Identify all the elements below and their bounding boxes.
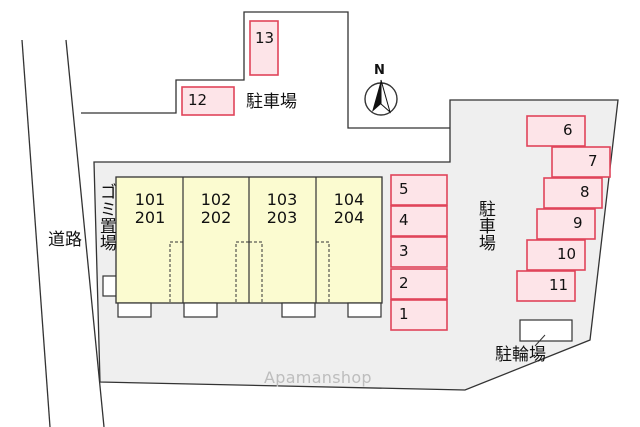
parking-slot-7 <box>551 146 611 178</box>
bicycle-shelter <box>519 319 573 342</box>
parking-slot-number: 6 <box>563 121 573 139</box>
parking-slot-10 <box>526 239 586 271</box>
road-edge-left <box>21 39 51 427</box>
parking-slot-number: 11 <box>549 276 569 294</box>
parking-slot-12 <box>181 86 235 116</box>
parking-label-north: 駐車場 <box>246 92 297 112</box>
garbage-box <box>102 275 118 297</box>
parking-slot-number: 13 <box>255 29 275 47</box>
upper-lot-boundary <box>81 11 450 129</box>
parking-slot-number: 3 <box>399 242 409 260</box>
bicycle-parking-label: 駐輪場 <box>495 345 546 365</box>
parking-slot-6 <box>526 115 586 147</box>
watermark: Apamanshop <box>264 368 372 387</box>
parking-slot-3 <box>390 236 448 268</box>
parking-slot-number: 7 <box>588 152 598 170</box>
parking-slot-number: 5 <box>399 180 409 198</box>
north-arrow-icon <box>364 79 398 116</box>
parking-slot-11 <box>516 270 576 302</box>
parking-slot-number: 2 <box>399 274 409 292</box>
north-label: N <box>374 63 385 78</box>
parking-slot-4 <box>390 205 448 237</box>
road-label: 道路 <box>48 230 82 250</box>
parking-slot-number: 12 <box>188 91 208 109</box>
parking-label-east: 駐車場 <box>474 200 495 251</box>
parking-slot-number: 10 <box>557 245 577 263</box>
parking-slot-13 <box>249 20 279 76</box>
parking-slot-number: 8 <box>580 183 590 201</box>
parking-slot-number: 4 <box>399 211 409 229</box>
parking-slot-1 <box>390 299 448 331</box>
parking-slot-number: 1 <box>399 305 409 323</box>
parking-slot-2 <box>390 268 448 300</box>
garbage-area-label: ゴミ置場 <box>95 183 116 251</box>
road-edge-right <box>65 39 105 427</box>
parking-slot-number: 9 <box>573 214 583 232</box>
parking-slot-8 <box>543 177 603 209</box>
parking-slot-5 <box>390 174 448 206</box>
parking-slot-9 <box>536 208 596 240</box>
